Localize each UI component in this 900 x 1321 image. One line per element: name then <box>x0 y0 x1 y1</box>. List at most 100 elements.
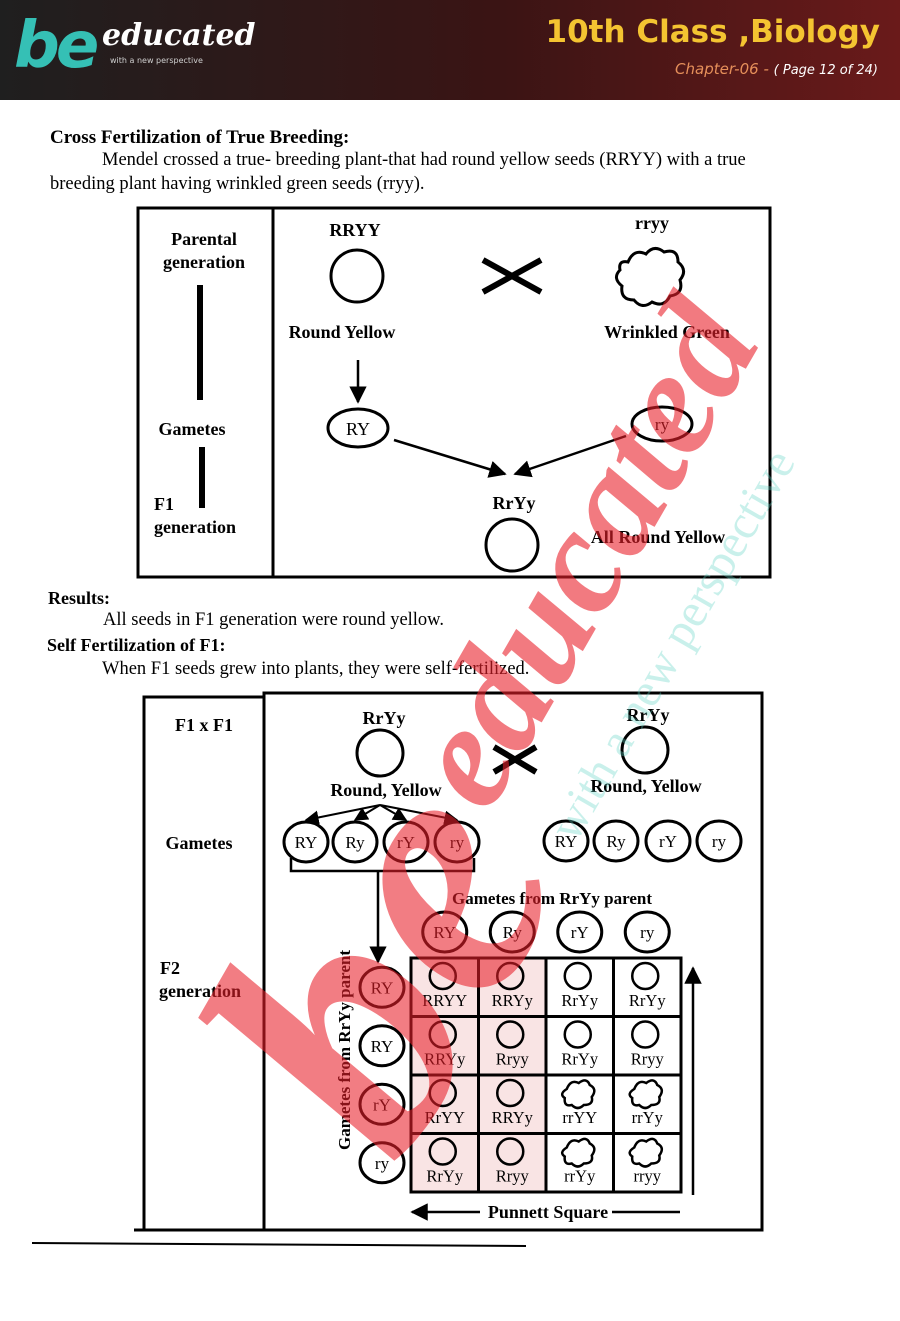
logo-be: be <box>14 9 99 83</box>
gamete-ry <box>630 405 694 443</box>
gamete-RY <box>326 407 390 449</box>
wrinkled-seed-icon <box>560 1079 596 1110</box>
punnett-genotype: rryy <box>634 1167 662 1186</box>
section-heading-cross: Cross Fertilization of True Breeding: <box>50 127 350 148</box>
col-gamete-0-circle <box>421 910 469 954</box>
gamete-RY-label: RY <box>346 419 370 439</box>
punnett-genotype: RrYy <box>561 1050 598 1069</box>
punnett-cell-box <box>612 1015 683 1077</box>
gamete-arrow-3 <box>379 804 459 825</box>
punnett-cell: RRYy <box>477 956 548 1018</box>
punnett-genotype: RRYy <box>492 991 534 1010</box>
results-text: All seeds in F1 generation were round ye… <box>103 610 444 630</box>
parent1-phenotype: Round Yellow <box>289 322 396 342</box>
gamete-left-2-label: rY <box>397 833 415 852</box>
gamete-left-0-label: RY <box>295 833 318 852</box>
punnett-genotype: Rryy <box>631 1050 665 1069</box>
separator: - <box>763 60 769 78</box>
punnett-genotype: RrYy <box>561 991 598 1010</box>
label-gametes: Gametes <box>159 419 226 439</box>
gamete-right-0: RY <box>542 819 590 863</box>
round-seed-icon <box>496 1078 525 1108</box>
top-gametes-label: Gametes from RrYy parent <box>452 889 652 908</box>
col-gamete-1-circle <box>488 910 536 954</box>
row-gamete-2: rY <box>358 1082 406 1126</box>
punnett-genotype: RrYy <box>426 1167 463 1186</box>
wrinkled-seed-icon <box>560 1137 596 1168</box>
diagram1-frame <box>136 206 772 579</box>
round-seed-icon <box>428 1078 457 1108</box>
f1-parent1-phenotype: Round, Yellow <box>330 780 441 800</box>
punnett-genotype: Rryy <box>496 1050 530 1069</box>
gamete-arrow-2 <box>379 804 408 821</box>
punnett-cell-box <box>544 1132 615 1194</box>
label-f2: F2 <box>160 958 180 978</box>
punnett-cell: RRYy <box>409 1015 480 1077</box>
punnett-cell: rrYy <box>612 1073 683 1135</box>
punnett-genotype: RRYy <box>492 1108 534 1127</box>
col-gamete-2-label: rY <box>571 923 589 942</box>
punnett-cell: RrYy <box>409 1132 480 1194</box>
gamete-left-1-label: Ry <box>345 833 365 852</box>
col-gamete-1: Ry <box>488 910 536 954</box>
f1-parent1-genotype: RrYy <box>363 708 406 728</box>
round-seed-icon <box>428 1137 457 1166</box>
gametes-left-group: RY Ry rY ry <box>282 804 481 864</box>
chapter-label: Chapter-06 <box>675 60 759 78</box>
punnett-cell: rrYy <box>544 1132 615 1194</box>
row-gamete-1-circle <box>358 1024 406 1068</box>
gamete-right-3: ry <box>695 819 743 863</box>
f1-parent2-genotype: RrYy <box>627 705 670 725</box>
gamete-right-3-label: ry <box>712 832 727 851</box>
parent1-genotype: RRYY <box>329 220 380 240</box>
gametes-right-group: RY Ry rY ry <box>542 819 743 863</box>
punnett-cell: Rryy <box>477 1132 548 1194</box>
label-f1xf1: F1 x F1 <box>175 715 233 735</box>
row-gamete-1: RY <box>358 1024 406 1068</box>
round-seed-icon <box>496 961 525 991</box>
punnett-cell: RrYy <box>612 956 683 1018</box>
footer-rule <box>31 1242 527 1247</box>
wrinkled-seed-icon <box>628 1137 664 1168</box>
punnett-genotype: RrYY <box>425 1108 465 1127</box>
row-gamete-0-label: RY <box>371 978 394 997</box>
gamete-left-1-circle <box>331 820 379 864</box>
punnett-genotype: RRYy <box>424 1050 466 1069</box>
punnett-genotype: RRYY <box>422 991 467 1010</box>
col-gamete-2: rY <box>556 910 604 954</box>
gamete-bracket <box>289 858 476 873</box>
col-gamete-1-label: Ry <box>503 923 523 942</box>
round-seed-icon <box>496 1020 525 1049</box>
round-seed-icon <box>631 961 660 991</box>
round-seed-icon <box>631 1020 660 1049</box>
label-f1: F1 <box>154 494 174 514</box>
punnett-genotype: rrYY <box>562 1108 597 1127</box>
offspring-seed-icon <box>484 517 540 573</box>
punnett-cell-box <box>612 1132 683 1194</box>
section2-text: When F1 seeds grew into plants, they wer… <box>102 659 530 679</box>
gamete-right-2-label: rY <box>659 832 677 851</box>
gamete-right-0-label: RY <box>555 832 578 851</box>
gamete-left-2-circle <box>382 820 430 864</box>
label-f1-generation: generation <box>154 517 236 537</box>
punnett-cell: rrYY <box>544 1073 615 1135</box>
label-gametes-2: Gametes <box>166 833 233 853</box>
page-number: ( Page 12 of 24) <box>773 63 878 78</box>
round-seed-icon <box>563 1020 592 1049</box>
gamete-left-0: RY <box>282 820 330 864</box>
punnett-cell: Rryy <box>477 1015 548 1077</box>
row-gamete-2-circle <box>358 1082 406 1126</box>
punnett-cell: Rryy <box>612 1015 683 1077</box>
side-gametes-label: Gametes from RrYy parent <box>335 950 354 1150</box>
paragraph-line-2: breeding plant having wrinkled green see… <box>50 174 425 194</box>
row-gamete-0-circle <box>358 965 406 1009</box>
round-seed-icon <box>563 961 592 991</box>
page-title: 10th Class ,Biology <box>545 14 880 50</box>
page-header: be educated with a new perspective 10th … <box>0 0 900 100</box>
row-gamete-3-circle <box>358 1141 406 1185</box>
gamete-right-1-label: Ry <box>606 832 626 851</box>
punnett-caption: Punnett Square <box>488 1202 608 1222</box>
punnett-cell: RrYy <box>544 1015 615 1077</box>
row-gamete-2-label: rY <box>373 1095 391 1114</box>
gamete-left-3-label: ry <box>450 833 465 852</box>
